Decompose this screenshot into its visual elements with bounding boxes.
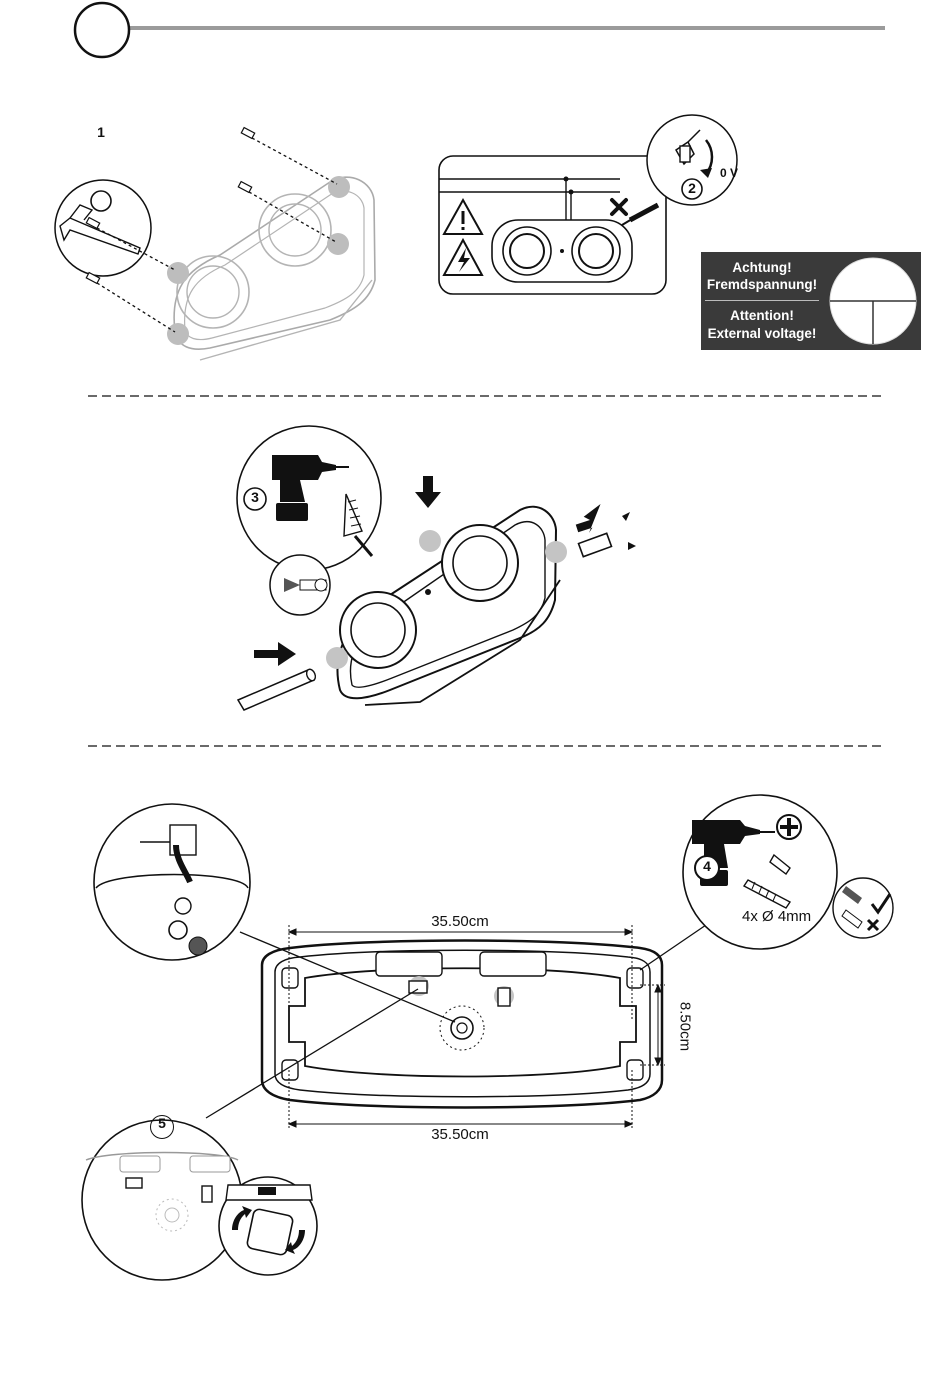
junction-panel xyxy=(439,156,666,294)
rotation-detail xyxy=(219,1177,317,1275)
step-1-detail xyxy=(55,180,151,276)
divider-2 xyxy=(0,740,950,752)
dimension-bottom-label: 35.50cm xyxy=(425,1126,495,1143)
step-3-sub-detail xyxy=(270,555,330,615)
gland-detail xyxy=(94,804,250,960)
dimension-top-label: 35.50cm xyxy=(425,913,495,930)
conduit-pipe xyxy=(238,668,317,710)
wall-tee-icon xyxy=(823,252,921,350)
warning-de-line1: Achtung! xyxy=(701,259,823,276)
housing-top-view xyxy=(262,941,662,1108)
step-2-badge: 2 xyxy=(679,180,705,196)
step-5-badge-ring xyxy=(150,1115,174,1139)
warning-de-line2: Fremdspannung! xyxy=(701,276,823,293)
warning-en-line2: External voltage! xyxy=(701,325,823,342)
section-2-illustration xyxy=(0,410,950,730)
step-3-badge: 3 xyxy=(242,489,268,505)
cable-gland-icon xyxy=(579,512,636,557)
step-4-badge: 4 xyxy=(694,858,720,874)
center-gland xyxy=(440,1006,484,1050)
section-marker-circle xyxy=(75,3,129,57)
voltage-label: 0 V xyxy=(720,166,738,180)
divider-1 xyxy=(0,390,950,402)
header-bar xyxy=(0,0,950,70)
external-voltage-warning: Achtung! Fremdspannung! Attention! Exter… xyxy=(701,252,921,350)
screw-spec-label: 4x Ø 4mm xyxy=(742,908,811,925)
warning-en-line1: Attention! xyxy=(701,307,823,324)
housing-angled-view xyxy=(174,177,375,360)
step-5-detail xyxy=(82,1120,242,1280)
screw-check-detail xyxy=(833,878,893,938)
section-3-illustration xyxy=(0,760,950,1320)
dimension-side-label: 8.50cm xyxy=(677,987,694,1067)
housing-drilling-view xyxy=(337,507,560,705)
step-1-badge: 1 xyxy=(88,124,114,140)
warning-separator xyxy=(705,300,819,301)
